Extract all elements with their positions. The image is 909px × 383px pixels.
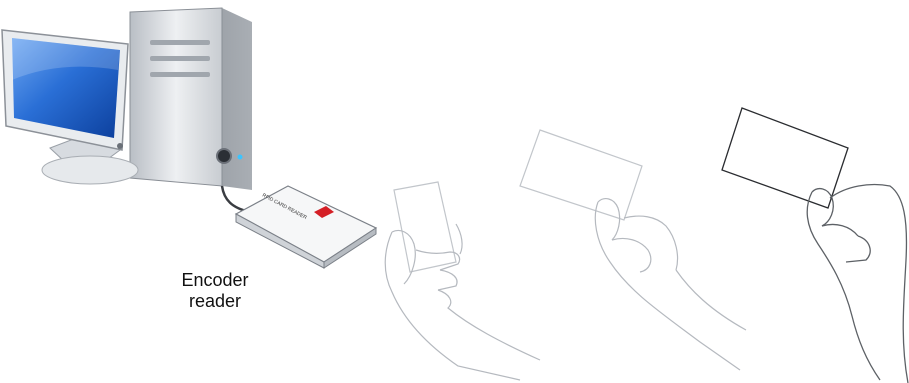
card-reader-icon: RFID CARD READER (236, 186, 376, 268)
hand-holding-card-icon (385, 182, 540, 380)
label-line-2: reader (150, 291, 280, 312)
encoder-reader-label: Encoder reader (150, 270, 280, 312)
label-line-1: Encoder (150, 270, 280, 291)
computer-tower-icon (130, 8, 252, 190)
hand-holding-card-icon (520, 130, 746, 370)
computer-monitor-icon (2, 30, 138, 184)
hand-holding-card-icon (722, 108, 908, 383)
